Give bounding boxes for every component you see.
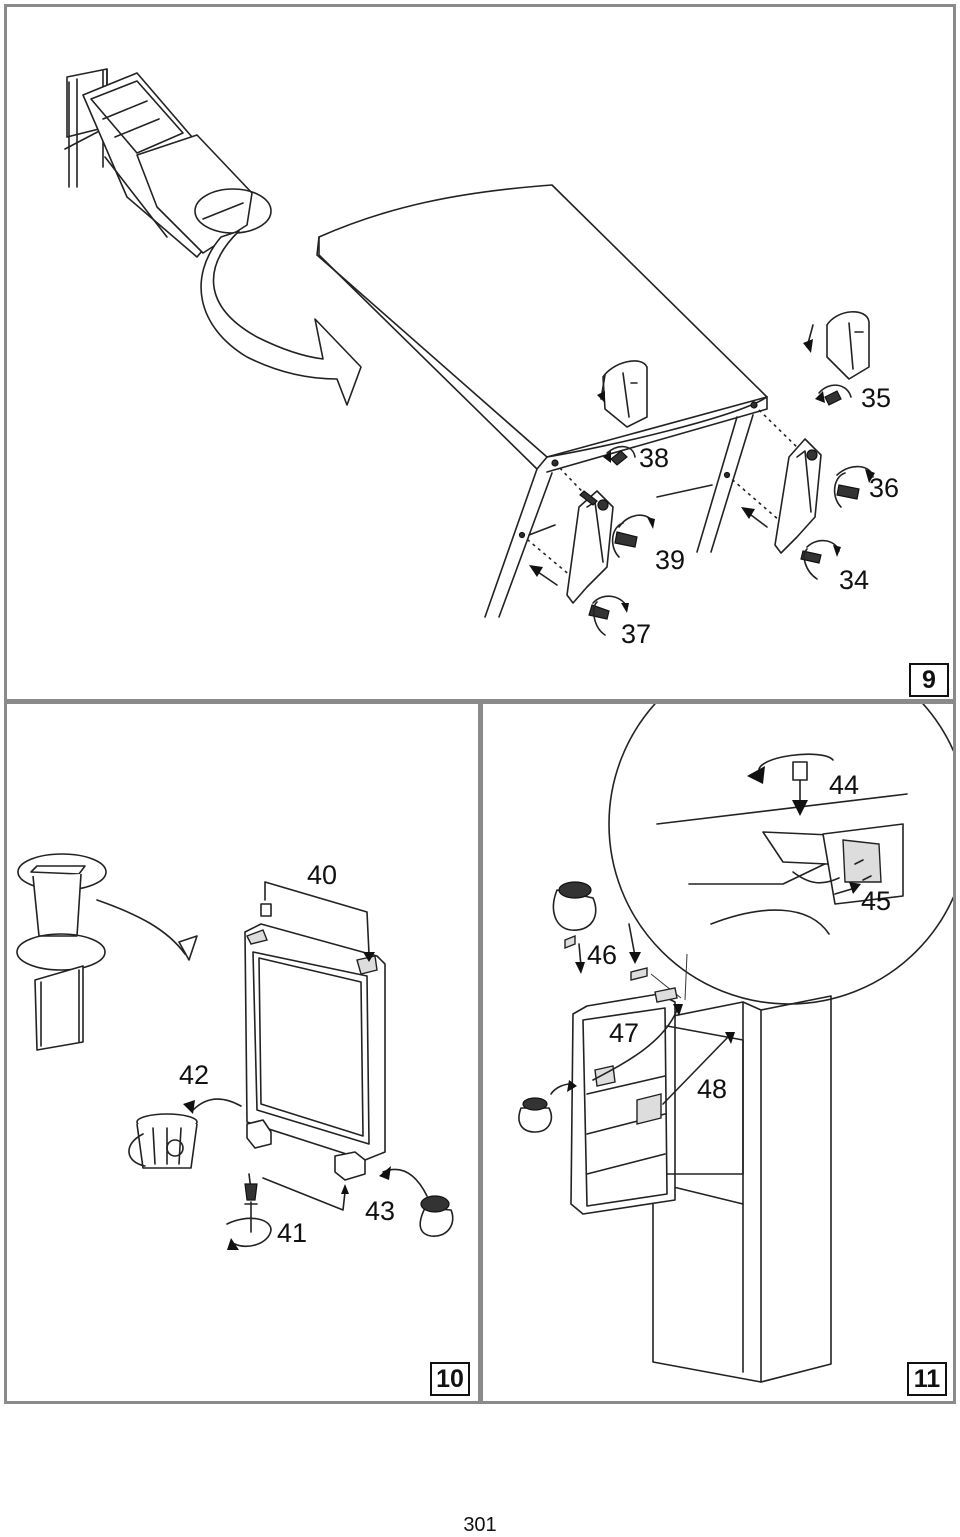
callout-38: 38 xyxy=(639,443,670,473)
door-frame-illustration xyxy=(244,881,386,1161)
door-handle-parts-illustration xyxy=(16,853,198,1051)
arrow-48 xyxy=(662,1035,730,1105)
transfer-arrow-icon xyxy=(200,230,362,406)
arrow-47 xyxy=(592,1009,678,1081)
callout-37: 37 xyxy=(621,619,652,649)
callout-46: 46 xyxy=(587,940,618,970)
callout-34: 34 xyxy=(839,565,870,595)
left-hinge-illustration xyxy=(529,360,655,636)
figure-10-panel: 40 42 43 41 10 xyxy=(4,701,481,1404)
figure-number-11: 11 xyxy=(907,1362,947,1396)
figure-number-9: 9 xyxy=(909,663,949,697)
callout-35: 35 xyxy=(861,383,892,413)
figure-9-panel: 35 38 36 39 34 37 9 xyxy=(4,4,956,702)
fridge-on-side-illustration xyxy=(64,68,253,258)
bag-icon-2 xyxy=(518,1080,577,1133)
fridge-open-door-illustration xyxy=(564,934,832,1383)
fridge-top-illustration xyxy=(316,184,808,618)
callout-48: 48 xyxy=(697,1074,728,1104)
callout-36: 36 xyxy=(869,473,900,503)
callout-42: 42 xyxy=(179,1060,210,1090)
callout-39: 39 xyxy=(655,545,686,575)
recycle-bin-icon xyxy=(128,1098,242,1169)
hinge-detail-magnifier xyxy=(608,704,953,1005)
callout-47: 47 xyxy=(609,1018,640,1048)
figure-number-10: 10 xyxy=(430,1362,470,1396)
figure-9-drawing xyxy=(64,68,875,636)
figure-11-drawing xyxy=(518,704,953,1383)
door-bottom-parts-illustration xyxy=(226,1119,366,1250)
bag-icon xyxy=(379,1166,454,1237)
callout-41: 41 xyxy=(277,1218,308,1248)
figure-11-panel: 44 45 46 47 48 11 xyxy=(480,701,956,1404)
right-hinge-illustration xyxy=(741,311,875,580)
bag-icon xyxy=(552,881,641,974)
page-number: 301 xyxy=(463,1514,497,1536)
callout-43: 43 xyxy=(365,1196,396,1226)
callout-40: 40 xyxy=(307,860,338,890)
figure-10-drawing xyxy=(16,853,454,1250)
callout-44: 44 xyxy=(829,770,860,800)
callout-45: 45 xyxy=(861,886,892,916)
